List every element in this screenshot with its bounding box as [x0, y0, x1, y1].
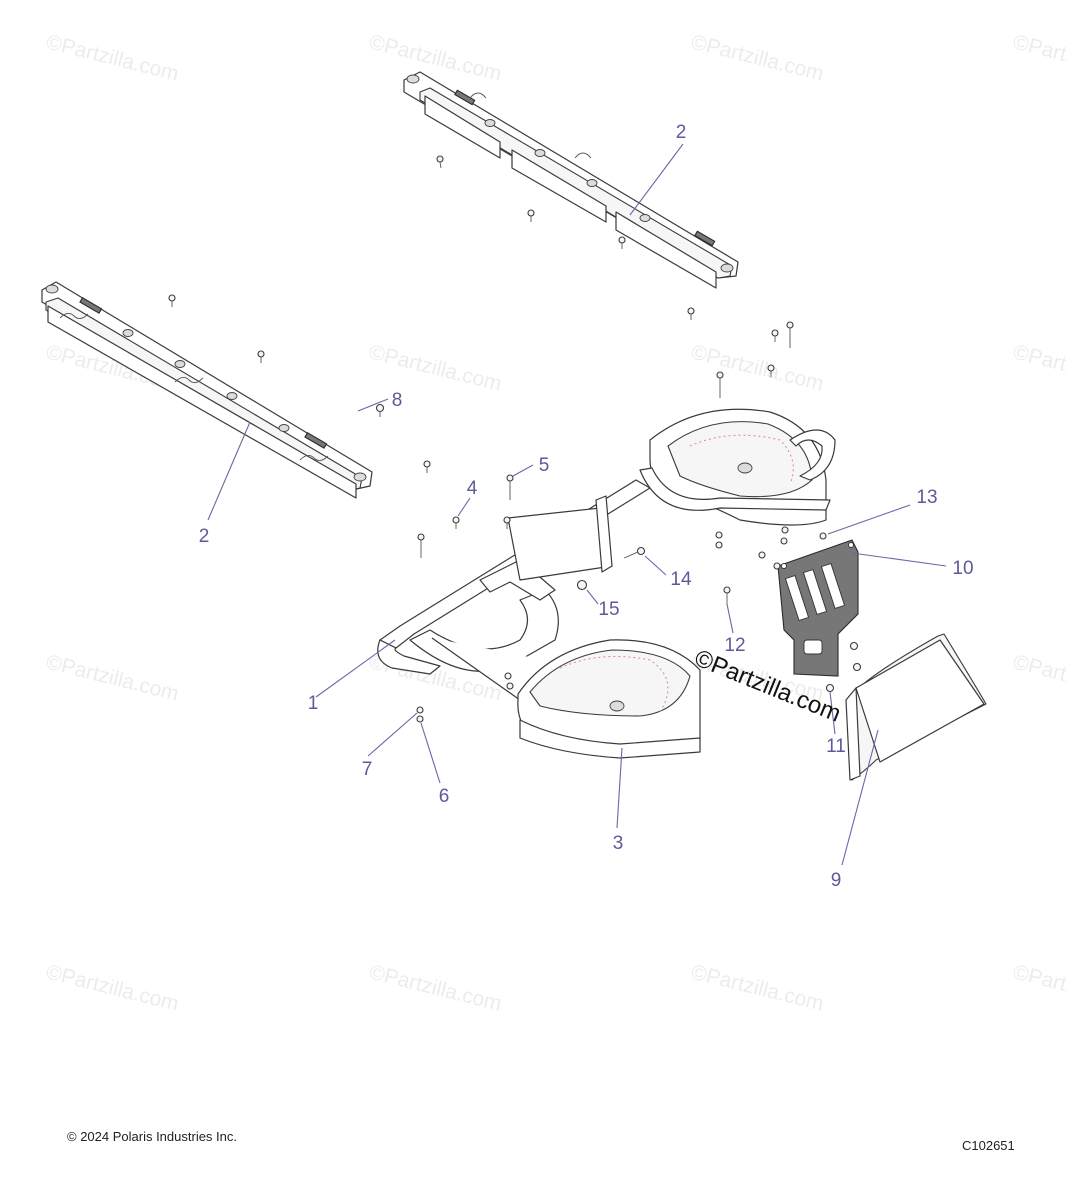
- leader-10: [851, 552, 947, 567]
- screw: [527, 209, 535, 222]
- leader-11: [829, 691, 836, 735]
- watermark: ©Partzilla.com: [689, 31, 826, 86]
- callout-6: 6: [439, 786, 450, 807]
- nut: [773, 562, 781, 570]
- screw: [423, 460, 431, 473]
- callout-9: 9: [831, 870, 842, 891]
- hardware-layer: [168, 155, 862, 723]
- watermark: ©Partzilla.com: [689, 961, 826, 1016]
- part-2-upper-rail: [403, 71, 739, 289]
- screw-part-4: [452, 516, 460, 529]
- nut-part-15: [576, 579, 588, 591]
- watermark: ©Partzilla.com: [689, 341, 826, 396]
- screw: [257, 350, 265, 363]
- leader-7: [367, 712, 418, 757]
- bolt-part-5: [506, 474, 514, 500]
- screw: [168, 294, 176, 307]
- screw: [767, 364, 775, 377]
- bolt: [417, 533, 425, 558]
- screw: [771, 329, 779, 342]
- screw: [436, 155, 444, 169]
- watermark: ©Partzilla.com: [1011, 341, 1066, 396]
- screw-part-8: [375, 403, 385, 417]
- leader-9: [841, 729, 879, 866]
- copyright-notice: © 2024 Polaris Industries Inc.: [67, 1129, 237, 1144]
- screw: [825, 641, 862, 693]
- screw: [503, 516, 511, 529]
- leader-2b: [207, 421, 251, 521]
- nut: [504, 672, 514, 690]
- watermark: ©Partzilla.com: [1011, 651, 1066, 706]
- watermark: ©Partzilla.com: [367, 961, 504, 1016]
- leader-2a: [629, 143, 684, 216]
- bolt-part-14: [623, 546, 646, 559]
- screw: [687, 307, 695, 320]
- part-3-lower-pad: [517, 639, 701, 759]
- nut: [780, 526, 789, 545]
- callout-2-lower: 2: [199, 526, 210, 547]
- nut: [758, 551, 766, 559]
- callout-15: 15: [598, 599, 619, 620]
- part-9-cover: [845, 633, 987, 781]
- watermark: ©Partzilla.com: [44, 961, 181, 1016]
- watermark: ©Partzilla.com: [367, 31, 504, 86]
- leader-5: [512, 464, 534, 477]
- callout-labels: 2 2 8 5 4 1 7 6 3 14 15 12 13 10 11 9: [199, 122, 974, 891]
- leader-8: [357, 398, 389, 412]
- bolt: [786, 321, 794, 348]
- callout-1: 1: [308, 693, 319, 714]
- callout-12: 12: [724, 635, 745, 656]
- callout-5: 5: [539, 455, 550, 476]
- leader-12: [726, 603, 734, 634]
- screw: [618, 236, 626, 249]
- part-10-bracket: [777, 539, 859, 677]
- bolt: [716, 371, 724, 398]
- diagram-code: C102651: [962, 1138, 1015, 1153]
- callout-7: 7: [362, 759, 373, 780]
- part-3-upper-pad: [639, 408, 836, 526]
- callout-10: 10: [952, 558, 973, 579]
- callout-8: 8: [392, 390, 403, 411]
- callout-3: 3: [613, 833, 624, 854]
- leader-lines: [207, 143, 947, 866]
- callout-14: 14: [670, 569, 692, 590]
- leader-1: [315, 639, 396, 698]
- callout-11: 11: [826, 736, 846, 757]
- callout-4: 4: [467, 478, 478, 499]
- watermark: ©Partzilla.com: [367, 341, 504, 396]
- callout-13: 13: [916, 487, 937, 508]
- leader-14: [644, 555, 667, 576]
- nut: [715, 531, 723, 549]
- watermark: ©Partzilla.com: [1011, 961, 1066, 1016]
- watermark: ©Partzilla.com: [44, 31, 181, 86]
- leader-4: [457, 497, 471, 517]
- leader-6: [420, 722, 441, 784]
- nut-part-13: [819, 532, 827, 540]
- watermark: ©Partzilla.com: [1011, 31, 1066, 86]
- callout-2-upper: 2: [676, 122, 687, 143]
- nut-part-6-7: [416, 706, 424, 723]
- bolt-part-12: [723, 586, 731, 604]
- part-2-lower-left-rail: [41, 281, 373, 499]
- watermark: ©Partzilla.com: [44, 651, 181, 706]
- leader-13: [827, 504, 911, 535]
- leader-15: [586, 589, 599, 605]
- leader-3: [616, 747, 623, 829]
